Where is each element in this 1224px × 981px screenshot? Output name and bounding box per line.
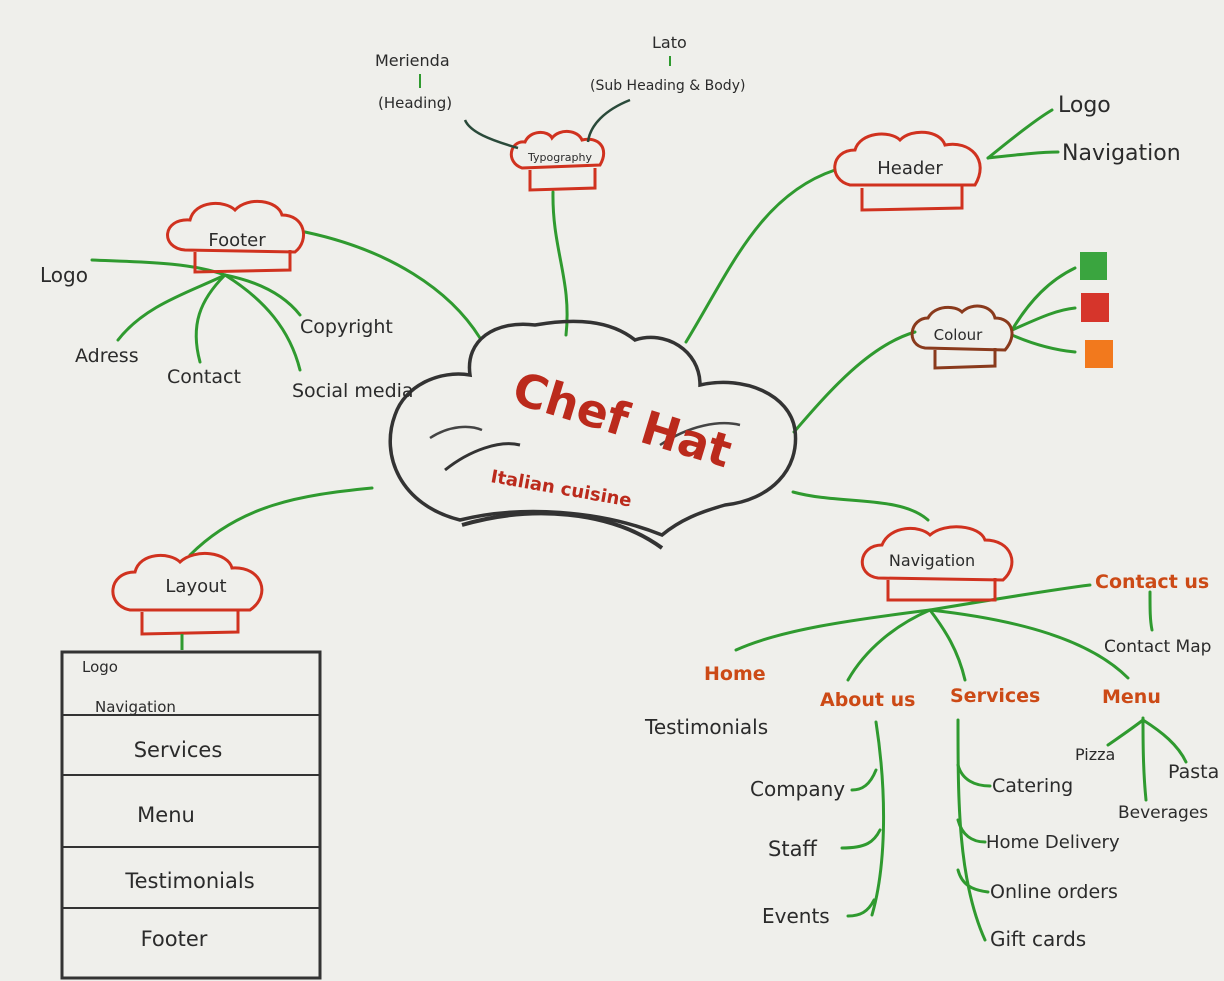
nav-contact-label: Contact us xyxy=(1095,571,1209,593)
layout-wireframe xyxy=(60,650,322,980)
branch-nav-services xyxy=(928,608,967,682)
branch-layout xyxy=(188,486,374,557)
center-subtitle: Italian cuisine xyxy=(489,466,633,511)
layout-row-logo: Logo xyxy=(82,658,118,676)
header-item-navigation: Navigation xyxy=(1062,141,1181,166)
typography-body-role: (Sub Heading & Body) xyxy=(590,78,745,94)
footer-item-contact: Contact xyxy=(167,366,241,388)
branch-nav-menu xyxy=(928,608,1130,680)
nav-services-catering: Catering xyxy=(992,775,1073,797)
layout-node: Layout Logo Navigation Services Menu Tes… xyxy=(60,551,322,980)
layout-row-menu: Menu xyxy=(137,803,195,827)
nav-menu-beverages: Beverages xyxy=(1118,803,1208,823)
typography-heading-font: Merienda xyxy=(375,51,450,70)
branch-services-trunk xyxy=(956,718,987,942)
branch-header-navigation xyxy=(986,150,1060,160)
nav-about-events: Events xyxy=(762,904,830,928)
colour-swatch-green xyxy=(1080,252,1107,280)
nav-home-label: Home xyxy=(704,663,766,685)
colour-label: Colour xyxy=(934,326,984,344)
navigation-node: Navigation Home Testimonials About us Co… xyxy=(644,525,1219,951)
footer-item-social-media: Social media xyxy=(292,380,414,402)
branch-footer-contact xyxy=(194,273,227,364)
branch-colour-green xyxy=(1010,266,1077,332)
nav-services-home-delivery: Home Delivery xyxy=(986,832,1120,853)
footer-item-logo: Logo xyxy=(40,263,88,287)
typography-node: Typography Merienda (Heading) Lato (Sub … xyxy=(375,33,745,192)
footer-item-copyright: Copyright xyxy=(300,316,393,338)
nav-contact-map: Contact Map xyxy=(1104,637,1211,657)
nav-menu-label: Menu xyxy=(1102,686,1161,708)
branch-about-trunk xyxy=(870,720,886,917)
nav-about-staff: Staff xyxy=(768,837,817,861)
branch-about-company xyxy=(850,768,878,792)
branch-footer xyxy=(303,230,482,340)
branch-colour xyxy=(792,330,917,434)
branch-footer-copyright xyxy=(223,273,302,317)
branch-navigation xyxy=(791,490,930,522)
branch-about-events xyxy=(846,898,876,918)
layout-row-footer: Footer xyxy=(141,927,208,951)
branch-footer-social xyxy=(223,273,302,372)
nav-menu-pasta: Pasta xyxy=(1168,761,1219,783)
layout-row-navigation: Navigation xyxy=(95,698,176,716)
branch-services-catering xyxy=(956,763,992,788)
nav-about-label: About us xyxy=(820,689,915,711)
layout-row-services: Services xyxy=(134,738,223,762)
colour-swatch-red xyxy=(1081,293,1109,322)
branch-about-staff xyxy=(840,828,882,850)
branch-services-online xyxy=(956,868,990,894)
footer-label: Footer xyxy=(208,230,266,251)
branch-menu-trunk xyxy=(1141,716,1148,802)
branches xyxy=(90,108,1188,942)
nav-services-online-orders: Online orders xyxy=(990,881,1118,903)
navigation-label: Navigation xyxy=(889,551,975,570)
nav-services-gift-cards: Gift cards xyxy=(990,927,1086,951)
branch-header xyxy=(684,168,837,344)
branch-menu-pasta xyxy=(1141,718,1188,764)
branch-menu-pizza xyxy=(1106,718,1145,747)
nav-menu-pizza: Pizza xyxy=(1075,745,1115,764)
branch-services-delivery xyxy=(956,818,987,844)
branch-nav-home xyxy=(734,608,932,652)
layout-label: Layout xyxy=(165,576,226,597)
branch-nav-about xyxy=(846,608,932,682)
typography-body-font: Lato xyxy=(652,33,687,52)
central-hat: Chef Hat Italian cuisine xyxy=(388,319,798,550)
header-node: Header Logo Navigation xyxy=(833,93,1181,212)
nav-about-company: Company xyxy=(750,777,845,801)
central-hat-outline xyxy=(388,319,798,538)
branch-typography xyxy=(551,190,569,337)
branch-nav-contact xyxy=(928,583,1092,612)
branch-footer-adress xyxy=(116,273,227,342)
layout-row-testimonials: Testimonials xyxy=(124,869,254,893)
center-title: Chef Hat xyxy=(507,361,738,479)
footer-item-adress: Adress xyxy=(75,345,139,367)
branch-contact-map xyxy=(1148,590,1154,632)
footer-node: Footer Logo Adress Contact Copyright Soc… xyxy=(40,199,414,402)
nav-services-label: Services xyxy=(950,685,1040,707)
nav-home-testimonials: Testimonials xyxy=(644,715,768,739)
typography-label: Typography xyxy=(527,151,592,164)
branch-colour-red xyxy=(1010,306,1077,332)
header-label: Header xyxy=(877,158,943,179)
branch-colour-orange xyxy=(1010,333,1077,354)
header-item-logo: Logo xyxy=(1058,93,1111,118)
colour-swatch-orange xyxy=(1085,340,1113,368)
colour-node: Colour xyxy=(910,252,1113,370)
typography-heading-role: (Heading) xyxy=(378,94,452,112)
branch-header-logo xyxy=(986,108,1054,160)
